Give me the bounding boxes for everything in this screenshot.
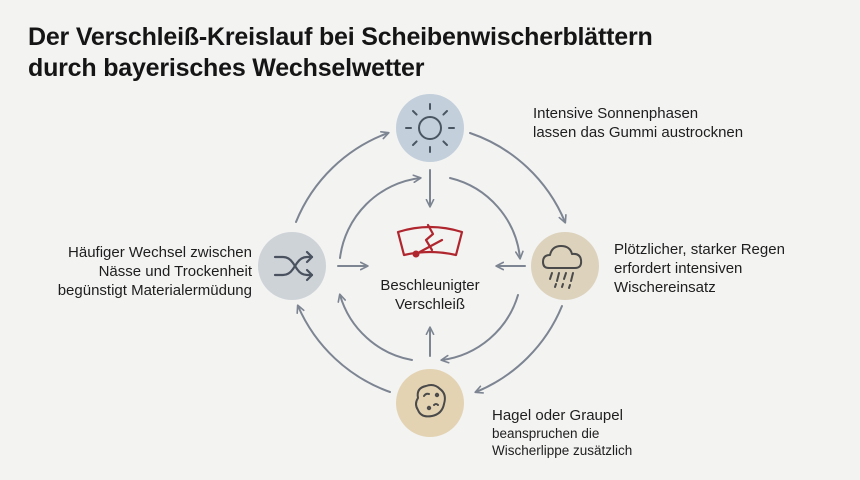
rain-description-line-3: Wischereinsatz — [614, 279, 716, 296]
title-line-1: Der Verschleiß-Kreislauf bei Scheibenwis… — [28, 23, 653, 51]
radial-arrows — [337, 169, 526, 357]
center-label: Beschleunigter Verschleiß — [355, 276, 505, 314]
shuffle-icon — [273, 250, 314, 282]
sun-description-line-2: lassen das Gummi austrocknen — [533, 124, 744, 141]
sun-description: Intensive Sonnenphasen lassen das Gummi … — [533, 104, 743, 142]
sun-icon — [405, 103, 455, 153]
hail-description-line-2: beanspruchen die — [492, 426, 600, 441]
node-sun — [396, 94, 464, 162]
node-cycle — [258, 232, 326, 300]
arrow-rain-to-hail — [474, 305, 563, 394]
arrow-sun-to-rain — [469, 132, 567, 224]
rain-description: Plötzlicher, starker Regen erfordert int… — [614, 240, 785, 297]
hailstone-icon — [415, 384, 446, 418]
cycle-description-line-3: begünstigt Materialermüdung — [57, 282, 252, 299]
rain-cloud-icon — [542, 245, 583, 289]
node-hail — [396, 369, 464, 437]
inner-cycle-arrows — [337, 174, 524, 364]
rain-description-line-2: erfordert intensiven — [614, 260, 743, 277]
cycle-description-line-2: Nässe und Trockenheit — [98, 263, 252, 280]
outer-cycle-arrows — [295, 130, 567, 394]
cycle-description-line-1: Häufiger Wechsel zwischen — [68, 244, 252, 261]
hail-circle — [396, 369, 464, 437]
inner-arrow-bottom-right — [440, 294, 519, 364]
inner-arrow-bottom-left — [337, 293, 413, 361]
rain-description-line-1: Plötzlicher, starker Regen — [614, 241, 785, 258]
rain-circle — [531, 232, 599, 300]
hail-description-line-1: Hagel oder Graupel — [492, 407, 623, 424]
center-label-line-1: Beschleunigter — [380, 277, 480, 294]
cycle-description: Häufiger Wechsel zwischen Nässe und Troc… — [58, 243, 252, 300]
inner-arrow-top-right — [449, 177, 524, 260]
broken-wiper-icon — [396, 223, 464, 258]
title-line-2: durch bayerisches Wechselwetter — [28, 54, 425, 82]
sun-description-line-1: Intensive Sonnenphasen — [533, 105, 699, 122]
node-rain — [531, 232, 599, 300]
page-title: Der Verschleiß-Kreislauf bei Scheibenwis… — [28, 22, 788, 84]
hail-description: Hagel oder Graupel beanspruchen die Wisc… — [492, 406, 632, 459]
arrow-cycle-to-sun — [295, 130, 390, 223]
inner-arrow-top-left — [339, 174, 422, 259]
hail-description-line-3: Wischerlippe zusätzlich — [492, 443, 633, 458]
cycle-circle — [258, 232, 326, 300]
center-label-line-2: Verschleiß — [394, 296, 466, 313]
arrow-hail-to-cycle — [296, 304, 391, 393]
